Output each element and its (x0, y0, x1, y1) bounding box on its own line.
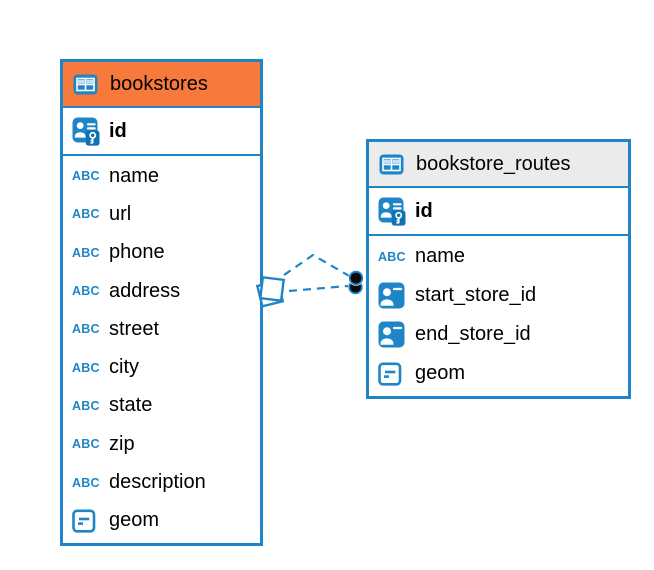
column-row-geom[interactable]: geom (63, 502, 260, 540)
column-name: geom (415, 362, 466, 384)
column-list: ABC name ABC url ABC phone ABC address A… (63, 156, 260, 541)
text-type-icon: ABC (72, 245, 100, 260)
reference-type-icon (378, 321, 406, 348)
primary-key-icon (378, 197, 406, 226)
column-row-geom[interactable]: geom (369, 354, 628, 393)
table-title: bookstores (110, 72, 208, 95)
reference-type-icon (378, 282, 406, 309)
column-list: ABC name start_store_id (369, 236, 628, 394)
table-title: bookstore_routes (416, 152, 571, 175)
geometry-type-icon (72, 509, 100, 533)
column-name: phone (109, 241, 165, 264)
column-name: description (109, 471, 206, 494)
text-type-icon: ABC (72, 398, 100, 413)
column-name: state (109, 394, 153, 417)
column-row-street[interactable]: ABC street (63, 310, 260, 348)
column-row-start-store-id[interactable]: start_store_id (369, 276, 628, 315)
column-name: id (415, 199, 433, 222)
column-row-address[interactable]: ABC address (63, 272, 260, 310)
column-row-name[interactable]: ABC name (63, 157, 260, 195)
text-type-icon: ABC (72, 360, 100, 375)
table-bookstores-header[interactable]: bookstores (63, 62, 260, 108)
column-name: id (109, 119, 127, 142)
text-type-icon: ABC (72, 475, 100, 490)
column-name: url (109, 202, 132, 225)
column-row-end-store-id[interactable]: end_store_id (369, 315, 628, 354)
relationship-source-marker[interactable] (255, 275, 286, 308)
primary-key-icon (72, 117, 100, 146)
column-name: start_store_id (415, 284, 537, 306)
table-icon (73, 74, 101, 95)
column-name: zip (109, 432, 135, 455)
text-type-icon: ABC (378, 249, 406, 264)
geometry-type-icon (378, 361, 406, 386)
column-name: street (109, 317, 160, 340)
column-row-description[interactable]: ABC description (63, 463, 260, 501)
text-type-icon: ABC (72, 437, 100, 452)
column-row-zip[interactable]: ABC zip (63, 425, 260, 463)
column-row-id[interactable]: id (63, 108, 260, 156)
relationship-line-1[interactable] (283, 253, 352, 278)
relationship-target-anchors[interactable] (348, 270, 364, 295)
column-name: address (109, 279, 181, 302)
text-type-icon: ABC (72, 207, 100, 222)
column-row-id[interactable]: id (369, 188, 628, 236)
column-row-name[interactable]: ABC name (369, 237, 628, 276)
column-row-city[interactable]: ABC city (63, 348, 260, 386)
column-name: end_store_id (415, 323, 531, 345)
column-row-phone[interactable]: ABC phone (63, 234, 260, 272)
column-name: city (109, 356, 139, 379)
text-type-icon: ABC (72, 284, 100, 299)
table-icon (379, 154, 407, 175)
column-row-state[interactable]: ABC state (63, 387, 260, 425)
column-name: name (415, 245, 466, 267)
text-type-icon: ABC (72, 169, 100, 184)
column-row-url[interactable]: ABC url (63, 195, 260, 233)
relationship-line-2[interactable] (288, 284, 349, 293)
column-name: geom (109, 509, 160, 532)
table-bookstores[interactable]: bookstores id ABC name ABC url (60, 59, 263, 546)
text-type-icon: ABC (72, 322, 100, 337)
table-bookstore-routes-header[interactable]: bookstore_routes (369, 142, 628, 188)
table-bookstore-routes[interactable]: bookstore_routes id ABC name (366, 139, 631, 399)
column-name: name (109, 164, 160, 187)
